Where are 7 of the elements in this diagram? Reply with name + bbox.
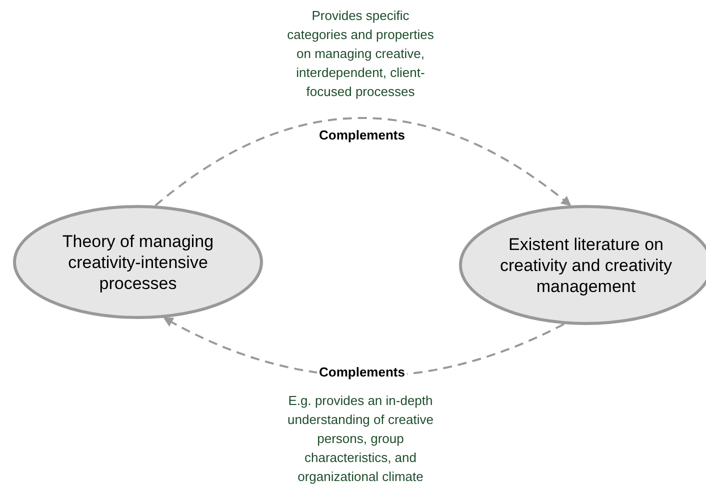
- node-label: Theory of managing creativity-intensive processes: [61, 230, 215, 294]
- edge-label: Complements: [317, 364, 407, 380]
- annotation-text: Provides specific categories and properties on managing creative, interdependent, client-focused processes: [286, 7, 435, 101]
- annotation-text: E.g. provides an in-depth understanding of creative persons, group characteristics, and organizational climate: [286, 392, 434, 486]
- node-label: Existent literature on creativity and creativity management: [499, 234, 673, 296]
- edge-label: Complements: [317, 128, 407, 142]
- dashed-arrow: [154, 117, 572, 206]
